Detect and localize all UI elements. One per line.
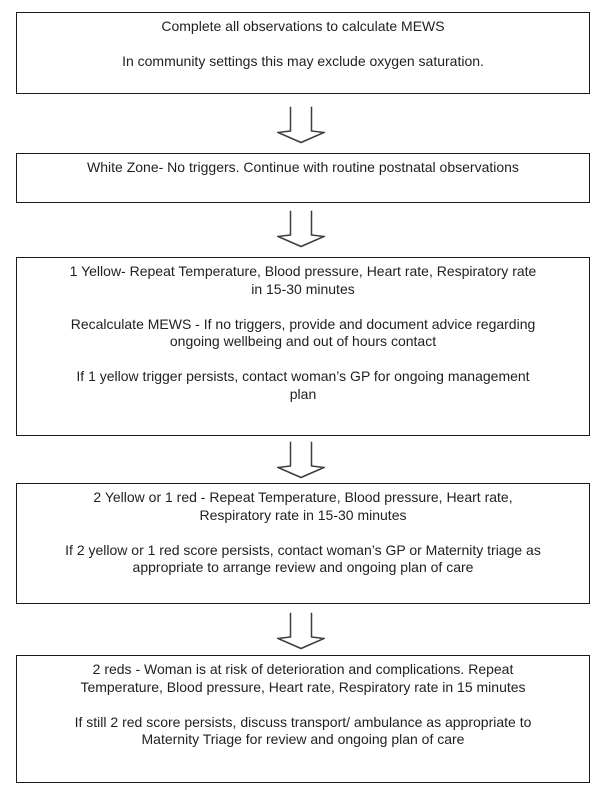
step-text-line: appropriate to arrange review and ongoin… [132, 559, 474, 575]
step-text-line: Recalculate MEWS - If no triggers, provi… [70, 315, 536, 332]
flow-step-white-zone: White Zone- No triggers. Continue with r… [16, 153, 590, 203]
step-text-line: Temperature, Blood pressure, Heart rate,… [80, 678, 526, 695]
down-arrow-icon [277, 441, 325, 479]
step-text-line: Maternity Triage for review and ongoing … [141, 731, 465, 747]
flow-step-one-yellow: 1 Yellow- Repeat Temperature, Blood pres… [16, 257, 590, 436]
step-text-line: If 1 yellow trigger persists, contact wo… [76, 368, 530, 384]
step-paragraph: 1 Yellow- Repeat Temperature, Blood pres… [29, 263, 577, 298]
step-text-line: plan [289, 385, 317, 402]
flow-step-complete-observations: Complete all observations to calculate M… [16, 12, 590, 94]
down-arrow-icon [277, 612, 325, 650]
step-text-line: If still 2 red score persists, discuss t… [74, 713, 532, 730]
step-text-line: If 2 yellow or 1 red score persists, con… [65, 541, 541, 558]
step-text-line: ongoing wellbeing and out of hours conta… [169, 333, 437, 349]
step-text-line: Complete all observations to calculate M… [161, 18, 445, 34]
flow-step-two-reds: 2 reds - Woman is at risk of deteriorati… [16, 655, 590, 783]
step-text-line: 2 reds - Woman is at risk of deteriorati… [92, 661, 514, 677]
step-text-line: 1 Yellow- Repeat Temperature, Blood pres… [69, 263, 537, 279]
step-text-line: Respiratory rate in 15-30 minutes [199, 506, 407, 523]
down-arrow-icon [277, 210, 325, 248]
step-paragraph: If 1 yellow trigger persists, contact wo… [29, 368, 577, 403]
step-paragraph: In community settings this may exclude o… [29, 53, 577, 71]
step-text-line: White Zone- No triggers. Continue with r… [87, 159, 519, 175]
step-paragraph: Recalculate MEWS - If no triggers, provi… [29, 316, 577, 351]
down-arrow-icon [277, 106, 325, 144]
step-paragraph: If still 2 red score persists, discuss t… [29, 714, 577, 749]
step-paragraph: White Zone- No triggers. Continue with r… [29, 159, 577, 177]
step-paragraph: Complete all observations to calculate M… [29, 18, 577, 36]
step-text-line: 2 Yellow or 1 red - Repeat Temperature, … [93, 489, 513, 505]
step-paragraph: 2 reds - Woman is at risk of deteriorati… [29, 661, 577, 696]
step-text-line: in 15-30 minutes [251, 280, 355, 297]
step-paragraph: If 2 yellow or 1 red score persists, con… [29, 542, 577, 577]
step-paragraph: 2 Yellow or 1 red - Repeat Temperature, … [29, 489, 577, 524]
flow-step-two-yellow-or-one-red: 2 Yellow or 1 red - Repeat Temperature, … [16, 483, 590, 604]
step-text-line: In community settings this may exclude o… [122, 53, 484, 69]
